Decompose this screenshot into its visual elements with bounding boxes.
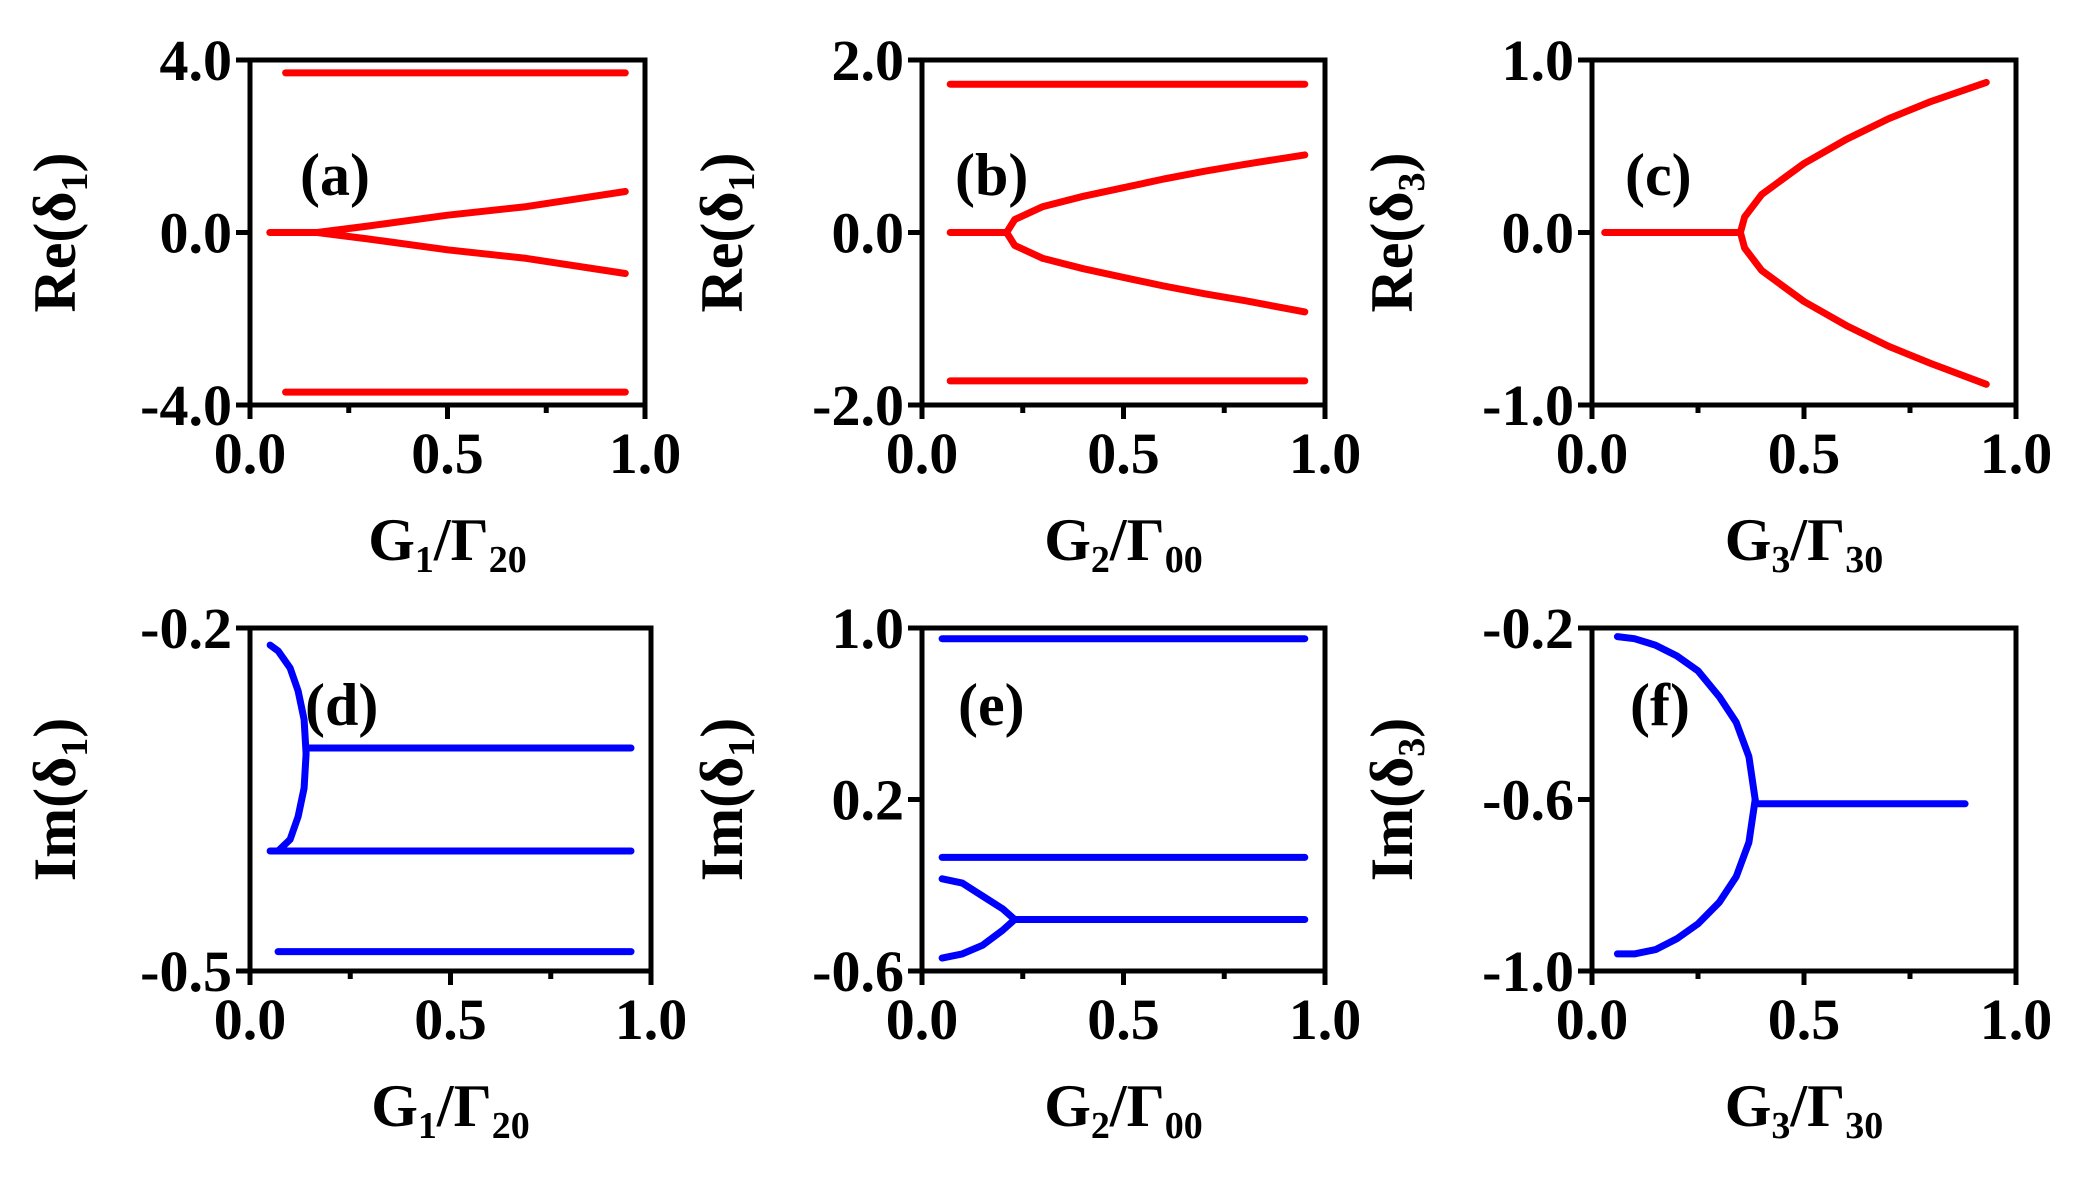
panel-label: (e) [958, 672, 1025, 738]
series-line-5 [313, 229, 629, 277]
y-tick-label: 0.0 [1502, 201, 1575, 266]
series-line-2 [1613, 796, 1759, 958]
y-tick-label: 1.0 [832, 596, 905, 661]
series-line-1 [1613, 633, 1759, 803]
y-axis-label: Im(δ3) [1359, 718, 1433, 881]
series-line-3 [1736, 229, 1990, 388]
x-axis-label: G2/Γ00 [1044, 507, 1203, 581]
panel-label: (c) [1625, 142, 1692, 208]
y-axis-label: Im(δ1) [689, 718, 763, 881]
panel-label: (f) [1630, 672, 1690, 738]
y-tick-label: -1.0 [1482, 939, 1574, 1004]
x-axis-label: G2/Γ00 [1044, 1073, 1203, 1147]
x-tick-label: 0.5 [1768, 987, 1841, 1052]
y-tick-label: 4.0 [160, 28, 233, 93]
y-tick-label: -4.0 [140, 373, 232, 438]
x-tick-label: 0.5 [1768, 421, 1841, 486]
x-tick-label: 0.5 [414, 987, 487, 1052]
series-line-2 [1736, 78, 1990, 236]
x-axis-label: G1/Γ20 [371, 1073, 530, 1147]
y-axis-label: Re(δ3) [1359, 152, 1433, 312]
y-tick-label: -2.0 [812, 373, 904, 438]
x-tick-label: 1.0 [1289, 987, 1362, 1052]
series-line-4 [1003, 151, 1309, 236]
x-axis-label: G1/Γ20 [368, 507, 527, 581]
panel-label: (a) [300, 142, 370, 208]
panel-f: 0.0 0.5 1.0 -1.0 -0.6 -0.2G3/Γ30 Im(δ3) (f) [1359, 596, 2052, 1147]
panel-label: (b) [955, 142, 1028, 208]
y-tick-label: -0.5 [140, 939, 232, 1004]
y-tick-label: 0.0 [160, 201, 233, 266]
series-line-4 [313, 188, 629, 236]
panel-d: 0.0 0.5 1.0 -0.5 -0.2G1/Γ20 Im(δ1) (d) [22, 596, 687, 1147]
series-line-1 [266, 641, 310, 758]
x-tick-label: 0.5 [1087, 987, 1160, 1052]
panel-e: 0.0 0.5 1.0 -0.6 0.2 1.0G2/Γ00 Im(δ1) (e) [689, 596, 1361, 1147]
x-tick-label: 0.5 [411, 421, 484, 486]
x-tick-label: 1.0 [609, 421, 682, 486]
x-tick-label: 0.5 [1087, 421, 1160, 486]
y-tick-label: -0.6 [812, 939, 904, 1004]
x-axis-label: G3/Γ30 [1725, 1073, 1884, 1147]
x-tick-label: 0.0 [214, 987, 287, 1052]
y-tick-label: -0.6 [1482, 768, 1574, 833]
x-tick-label: 0.0 [1556, 421, 1629, 486]
y-tick-label: 1.0 [1502, 28, 1575, 93]
series-line-2 [266, 750, 310, 855]
y-tick-label: -0.2 [140, 596, 232, 661]
y-axis-label: Re(δ1) [689, 152, 763, 312]
series-line-3 [938, 875, 1019, 923]
y-tick-label: -1.0 [1482, 373, 1574, 438]
y-tick-label: 0.2 [832, 768, 905, 833]
x-tick-label: 0.0 [1556, 987, 1629, 1052]
y-axis-label: Re(δ1) [22, 152, 96, 312]
x-axis-label: G3/Γ30 [1725, 507, 1884, 581]
panel-label: (d) [305, 672, 378, 738]
x-tick-label: 1.0 [1980, 987, 2053, 1052]
y-tick-label: -0.2 [1482, 596, 1574, 661]
x-tick-label: 1.0 [1289, 421, 1362, 486]
x-tick-label: 0.0 [214, 421, 287, 486]
y-tick-label: 0.0 [832, 201, 905, 266]
y-axis-label: Im(δ1) [22, 718, 96, 881]
y-tick-label: 2.0 [832, 28, 905, 93]
x-tick-label: 0.0 [886, 987, 959, 1052]
series-line-5 [1003, 229, 1309, 316]
x-tick-label: 1.0 [1980, 421, 2053, 486]
x-tick-label: 0.0 [886, 421, 959, 486]
series-line-4 [938, 916, 1019, 962]
x-tick-label: 1.0 [615, 987, 688, 1052]
